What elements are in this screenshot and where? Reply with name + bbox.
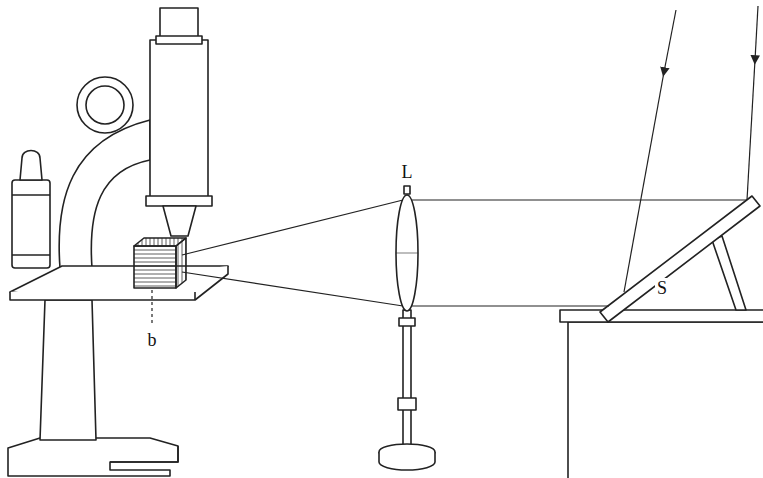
focus-wheel bbox=[77, 77, 133, 133]
microscope-tube bbox=[150, 40, 208, 205]
mirror-support bbox=[712, 236, 746, 310]
light-rays bbox=[182, 6, 758, 306]
fine-adjust-column bbox=[12, 180, 50, 268]
leader-line bbox=[151, 290, 152, 326]
fine-adjust-knob bbox=[20, 151, 42, 181]
part-label: L bbox=[400, 162, 415, 182]
objective bbox=[163, 206, 196, 236]
part-label: S bbox=[655, 278, 669, 298]
part-label: b bbox=[146, 330, 159, 350]
pillar bbox=[40, 300, 96, 440]
mirror bbox=[600, 196, 760, 322]
mirror-box bbox=[568, 322, 763, 478]
microscope-base bbox=[8, 438, 178, 476]
lens-stand bbox=[403, 310, 411, 445]
lens bbox=[396, 195, 418, 311]
